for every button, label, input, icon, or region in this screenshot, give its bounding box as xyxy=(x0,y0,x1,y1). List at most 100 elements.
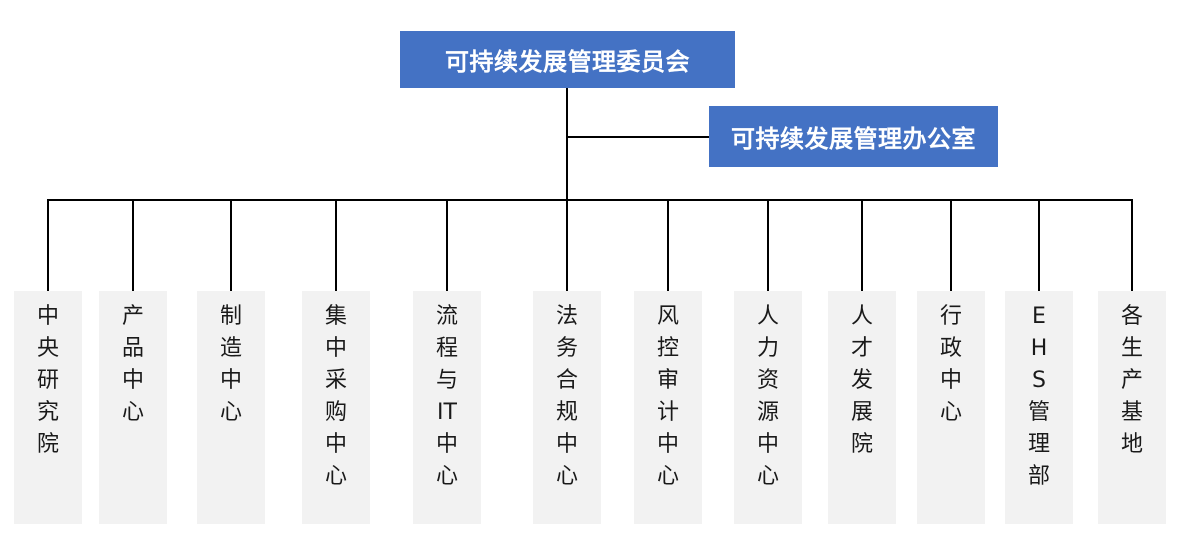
department-label-char: 规 xyxy=(555,400,578,425)
department-column: 人力资源中心 xyxy=(734,199,802,524)
department-column: 法务合规中心 xyxy=(533,199,601,524)
department-label-char: IT xyxy=(437,400,457,425)
department-node: 人才发展院 xyxy=(828,291,896,524)
department-label-char: 发 xyxy=(850,368,873,393)
department-node: 法务合规中心 xyxy=(533,291,601,524)
department-label-char: 生 xyxy=(1120,336,1143,361)
department-label-char: 源 xyxy=(756,400,779,425)
department-label-char: 心 xyxy=(656,464,679,489)
department-column: 制造中心 xyxy=(197,199,265,524)
department-node: 产品中心 xyxy=(99,291,167,524)
department-column: 中央研究院 xyxy=(14,199,82,524)
department-label-char: 中 xyxy=(219,368,242,393)
department-label-char: 心 xyxy=(756,464,779,489)
department-label-char: 央 xyxy=(36,336,59,361)
connector-distribution-line xyxy=(48,199,1133,201)
department-label-char: 中 xyxy=(656,432,679,457)
department-label-char: 心 xyxy=(324,464,347,489)
department-node: 行政中心 xyxy=(917,291,985,524)
department-label-char: 程 xyxy=(435,336,458,361)
connector-department-drop-line xyxy=(230,199,232,291)
connector-department-drop-line xyxy=(566,199,568,291)
department-label-char: 基 xyxy=(1120,400,1143,425)
department-node: 各生产基地 xyxy=(1098,291,1166,524)
connector-department-drop-line xyxy=(861,199,863,291)
office-node: 可持续发展管理办公室 xyxy=(709,106,998,167)
connector-department-drop-line xyxy=(667,199,669,291)
department-label-char: 中 xyxy=(756,432,779,457)
department-label-char: 购 xyxy=(324,400,347,425)
department-label-char: 中 xyxy=(36,304,59,329)
department-label-char: 流 xyxy=(435,304,458,329)
department-label-char: 集 xyxy=(324,304,347,329)
department-label-char: 力 xyxy=(756,336,779,361)
department-column: 集中采购中心 xyxy=(302,199,370,524)
department-label-char: 究 xyxy=(36,400,59,425)
department-label-char: S xyxy=(1032,368,1046,393)
connector-office-branch-line xyxy=(566,136,709,138)
department-label-char: 务 xyxy=(555,336,578,361)
department-label-char: 中 xyxy=(435,432,458,457)
department-label-char: 地 xyxy=(1120,432,1143,457)
department-label-char: 产 xyxy=(121,304,144,329)
department-label-char: 控 xyxy=(656,336,679,361)
connector-department-drop-line xyxy=(1038,199,1040,291)
department-label-char: 院 xyxy=(36,432,59,457)
department-label-char: E xyxy=(1032,304,1046,329)
department-label-char: 政 xyxy=(939,336,962,361)
department-label-char: 各 xyxy=(1120,304,1143,329)
department-column: 产品中心 xyxy=(99,199,167,524)
office-label: 可持续发展管理办公室 xyxy=(731,125,976,153)
department-label-char: 中 xyxy=(324,336,347,361)
department-label-char: 中 xyxy=(555,432,578,457)
department-label-char: 研 xyxy=(36,368,59,393)
department-node: 风控审计中心 xyxy=(634,291,702,524)
department-column: 人才发展院 xyxy=(828,199,896,524)
department-label-char: 产 xyxy=(1120,368,1143,393)
department-node: 中央研究院 xyxy=(14,291,82,524)
connector-department-drop-line xyxy=(335,199,337,291)
department-label-char: 资 xyxy=(756,368,779,393)
department-label-char: 制 xyxy=(219,304,242,329)
department-label-char: 法 xyxy=(555,304,578,329)
department-label-char: 才 xyxy=(850,336,873,361)
connector-department-drop-line xyxy=(132,199,134,291)
connector-department-drop-line xyxy=(767,199,769,291)
department-label-char: 计 xyxy=(656,400,679,425)
committee-label: 可持续发展管理委员会 xyxy=(445,48,690,76)
connector-department-drop-line xyxy=(950,199,952,291)
department-label-char: 合 xyxy=(555,368,578,393)
department-label-char: 人 xyxy=(850,304,873,329)
department-column: 行政中心 xyxy=(917,199,985,524)
department-label-char: 院 xyxy=(850,432,873,457)
department-label-char: 理 xyxy=(1027,432,1050,457)
department-node: 集中采购中心 xyxy=(302,291,370,524)
department-label-char: 与 xyxy=(435,368,458,393)
department-label-char: 人 xyxy=(756,304,779,329)
department-label-char: 心 xyxy=(555,464,578,489)
department-column: 各生产基地 xyxy=(1098,199,1166,524)
connector-department-drop-line xyxy=(47,199,49,291)
department-label-char: H xyxy=(1030,336,1048,361)
department-label-char: 管 xyxy=(1027,400,1050,425)
department-node: 制造中心 xyxy=(197,291,265,524)
department-label-char: 审 xyxy=(656,368,679,393)
department-label-char: 展 xyxy=(850,400,873,425)
department-label-char: 采 xyxy=(324,368,347,393)
department-label-char: 心 xyxy=(219,400,242,425)
department-label-char: 心 xyxy=(121,400,144,425)
department-label-char: 中 xyxy=(939,368,962,393)
connector-main-vertical-line xyxy=(566,88,568,200)
department-label-char: 中 xyxy=(121,368,144,393)
connector-department-drop-line xyxy=(1131,199,1133,291)
committee-node: 可持续发展管理委员会 xyxy=(400,31,735,88)
department-node: 人力资源中心 xyxy=(734,291,802,524)
connector-department-drop-line xyxy=(446,199,448,291)
department-label-char: 行 xyxy=(939,304,962,329)
department-label-char: 风 xyxy=(656,304,679,329)
